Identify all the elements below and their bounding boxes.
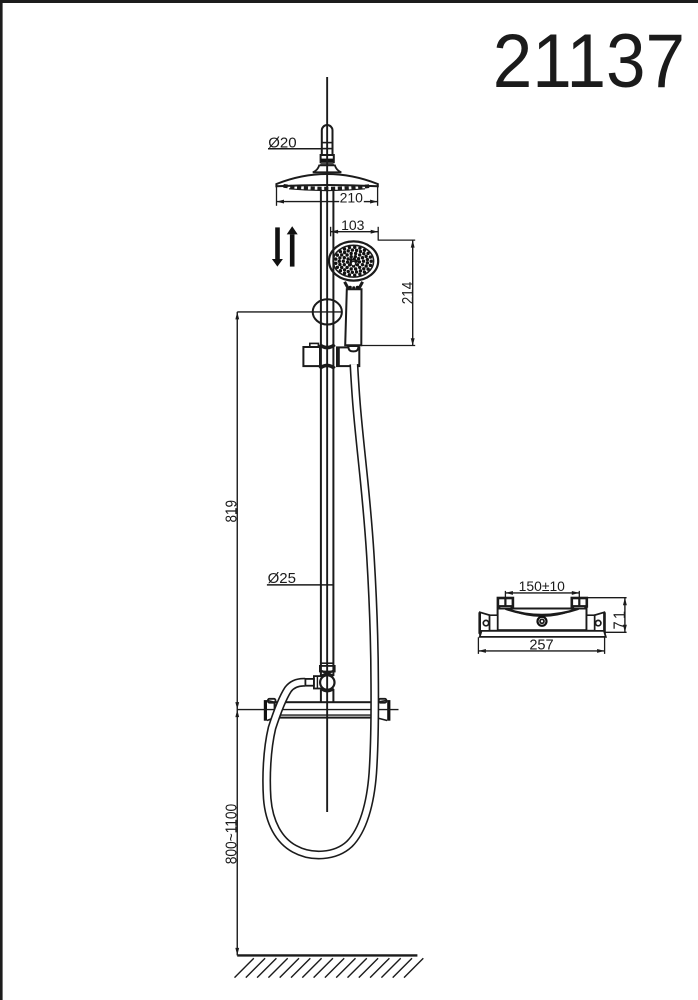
svg-text:819: 819: [224, 500, 241, 523]
svg-text:150±10: 150±10: [519, 578, 566, 594]
svg-text:214: 214: [400, 282, 417, 305]
svg-text:800~1100: 800~1100: [224, 804, 241, 864]
svg-text:210: 210: [340, 189, 364, 205]
svg-text:71: 71: [611, 609, 629, 630]
svg-text:103: 103: [341, 217, 365, 233]
svg-text:257: 257: [529, 638, 553, 654]
svg-text:Ø20: Ø20: [268, 135, 296, 152]
svg-text:Ø25: Ø25: [268, 570, 296, 587]
svg-text:21137: 21137: [493, 18, 685, 104]
